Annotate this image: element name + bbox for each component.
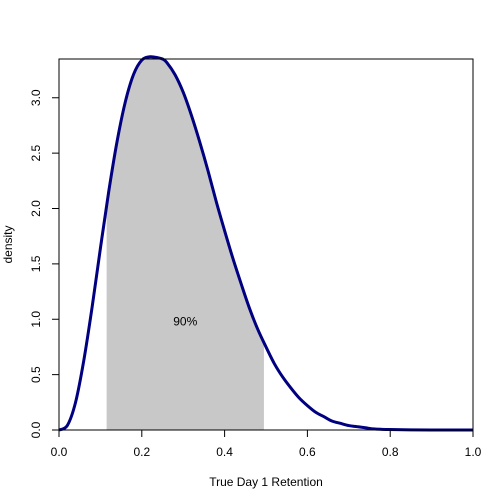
x-tick-label: 0.2	[133, 445, 150, 459]
x-axis: 0.0 0.2 0.4 0.6 0.8 1.0	[51, 429, 482, 459]
y-tick-label: 0.0	[29, 421, 43, 438]
y-tick-label: 2.0	[29, 200, 43, 217]
x-tick-label: 1.0	[465, 445, 482, 459]
x-tick-label: 0.4	[216, 445, 233, 459]
shaded-interval	[106, 56, 264, 431]
x-tick-label: 0.6	[299, 445, 316, 459]
y-axis-title: density	[1, 225, 15, 263]
x-tick-label: 0.0	[51, 445, 68, 459]
y-axis: 0.0 0.5 1.0 1.5 2.0 2.5 3.0	[29, 89, 60, 438]
y-tick-label: 2.5	[29, 144, 43, 161]
interval-label: 90%	[173, 314, 197, 328]
density-curve	[58, 55, 473, 432]
y-tick-label: 1.0	[29, 311, 43, 328]
y-tick-label: 1.5	[29, 255, 43, 272]
y-tick-label: 3.0	[29, 89, 43, 106]
x-axis-title: True Day 1 Retention	[209, 475, 323, 489]
density-curve-layer	[58, 55, 473, 432]
x-tick-label: 0.8	[382, 445, 399, 459]
y-tick-label: 0.5	[29, 366, 43, 383]
shaded-interval-layer	[106, 56, 264, 431]
